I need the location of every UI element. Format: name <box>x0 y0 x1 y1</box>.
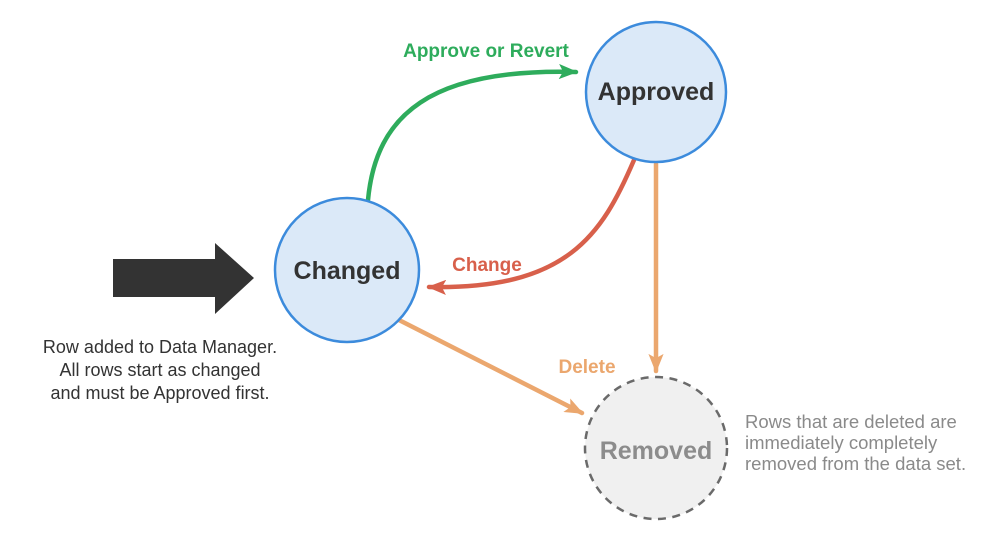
edge-label-approve-or-revert: Approve or Revert <box>403 41 569 62</box>
node-removed <box>585 377 727 519</box>
left-note: Row added to Data Manager. All rows star… <box>43 337 277 403</box>
edge-label-change: Change <box>452 255 522 276</box>
right-note-line-2: immediately completely <box>745 432 938 453</box>
edge-delete-from-changed <box>396 317 585 416</box>
node-changed-label: Changed <box>294 257 401 285</box>
right-note-line-3: removed from the data set. <box>745 453 966 474</box>
right-note: Rows that are deleted are immediately co… <box>745 411 966 474</box>
edge-change <box>426 157 637 295</box>
edge-label-delete: Delete <box>558 357 615 378</box>
start-arrow-icon <box>113 243 254 314</box>
node-changed-border <box>273 196 421 344</box>
node-removed-border <box>583 375 729 521</box>
left-note-line-3: and must be Approved first. <box>50 383 269 403</box>
node-approved-label: Approved <box>598 78 715 106</box>
node-approved <box>586 22 726 162</box>
node-changed <box>275 198 419 342</box>
left-note-line-1: Row added to Data Manager. <box>43 337 277 357</box>
edge-approve-or-revert <box>365 63 579 203</box>
node-removed-label: Removed <box>600 437 713 465</box>
node-approved-border <box>584 20 728 164</box>
right-note-line-1: Rows that are deleted are <box>745 411 957 432</box>
left-note-line-2: All rows start as changed <box>59 360 260 380</box>
